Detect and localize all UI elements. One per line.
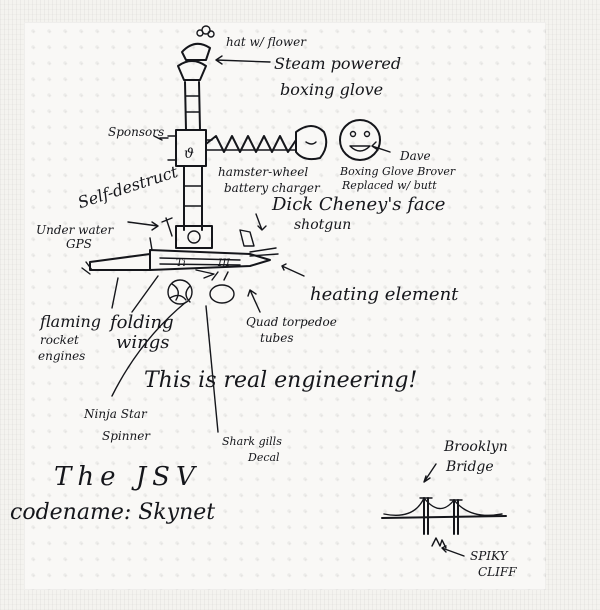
steam-mast bbox=[178, 61, 206, 80]
label-sponsors: Sponsors bbox=[108, 126, 164, 138]
label-shark-2: Decal bbox=[248, 452, 280, 463]
label-boxing-face-2: Replaced w/ butt bbox=[342, 180, 437, 191]
label-cliff-2: CLIFF bbox=[478, 566, 517, 578]
flower-icon bbox=[197, 26, 214, 37]
label-underwater-2: GPS bbox=[66, 238, 92, 250]
label-hamster-2: battery charger bbox=[224, 182, 320, 194]
label-bridge-2: Bridge bbox=[446, 460, 494, 474]
rocket-engine-icon bbox=[90, 254, 150, 270]
svg-text:IJI: IJI bbox=[217, 258, 231, 269]
hat-icon bbox=[182, 44, 210, 60]
label-boxing-glove-1: Steam powered bbox=[274, 56, 401, 72]
label-heating: heating element bbox=[310, 286, 458, 304]
label-shotgun: shotgun bbox=[294, 218, 351, 232]
label-boxing-face-1: Boxing Glove Brover bbox=[340, 166, 455, 177]
svg-text:Ti: Ti bbox=[176, 258, 186, 269]
torpedo-tubes-icon bbox=[210, 272, 234, 303]
label-dave: Dave bbox=[400, 150, 431, 162]
cheney-face-flag bbox=[240, 230, 254, 246]
label-rocket-3: engines bbox=[38, 350, 85, 362]
label-wings-1: folding bbox=[110, 314, 174, 332]
label-cheney: Dick Cheney's face bbox=[272, 196, 445, 214]
label-wings-2: wings bbox=[116, 334, 170, 352]
hamster-wheel-box bbox=[176, 226, 212, 248]
boxing-glove-icon bbox=[296, 126, 326, 159]
label-hat: hat w/ flower bbox=[226, 36, 306, 48]
label-torpedo-1: Quad torpedoe bbox=[246, 316, 337, 328]
label-underwater-1: Under water bbox=[36, 224, 113, 236]
caption-engineering: This is real engineering! bbox=[144, 370, 417, 392]
label-cliff-1: SPIKY bbox=[470, 550, 508, 562]
label-bridge-1: Brooklyn bbox=[444, 440, 508, 454]
label-shark-1: Shark gills bbox=[222, 436, 282, 447]
label-torpedo-2: tubes bbox=[260, 332, 294, 344]
label-hamster-1: hamster-wheel bbox=[218, 166, 308, 178]
label-rocket-2: rocket bbox=[40, 334, 79, 346]
label-ninja-1: Ninja Star bbox=[84, 408, 147, 420]
ninja-star-icon bbox=[168, 280, 192, 304]
vehicle-hull bbox=[150, 250, 270, 270]
label-boxing-glove-2: boxing glove bbox=[280, 82, 383, 98]
self-destruct-antenna bbox=[162, 218, 172, 236]
page-title: The JSV bbox=[54, 464, 201, 490]
label-ninja-2: Spinner bbox=[102, 430, 150, 442]
svg-text:ϑ: ϑ bbox=[184, 146, 194, 162]
label-rocket-1: flaming bbox=[40, 314, 101, 330]
dave-face-icon bbox=[340, 120, 380, 160]
codename-subtitle: codename: Skynet bbox=[10, 502, 215, 524]
brooklyn-bridge-icon bbox=[382, 498, 506, 534]
